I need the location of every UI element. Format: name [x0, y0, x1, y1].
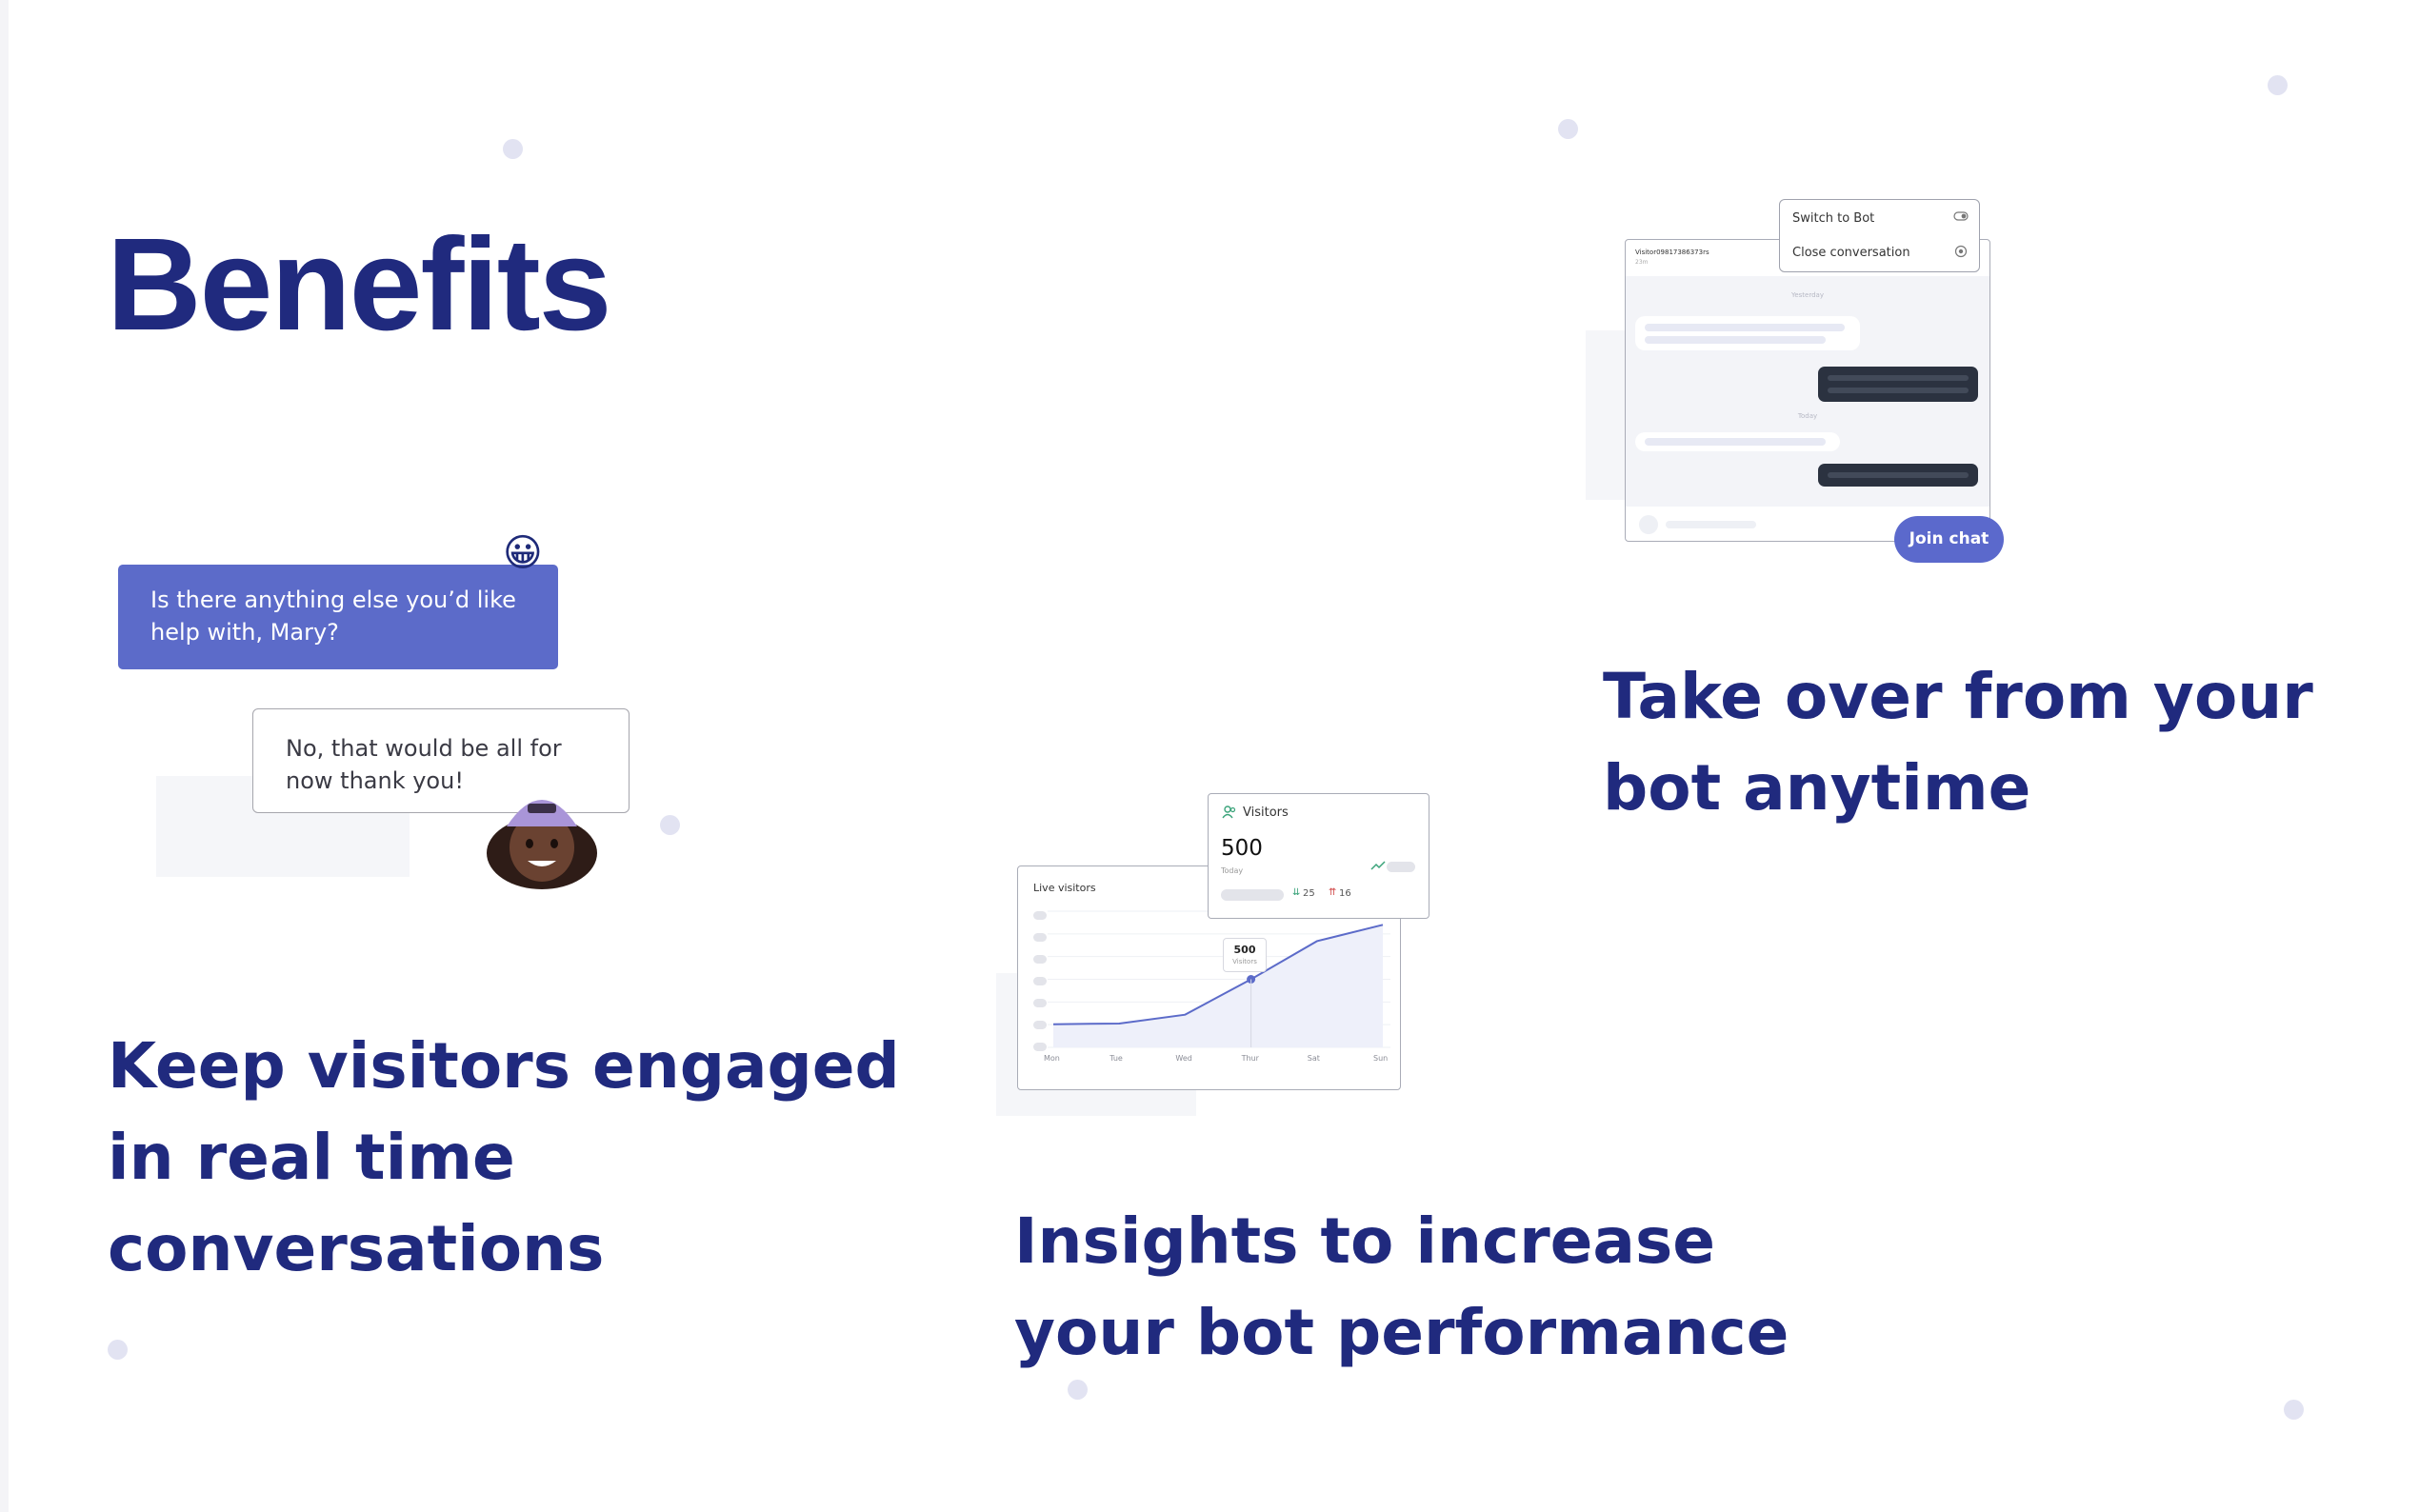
day-separator: Yesterday	[1791, 291, 1824, 299]
y-tick-placeholder	[1033, 911, 1047, 920]
y-tick-placeholder	[1033, 1043, 1047, 1051]
y-tick-placeholder	[1033, 999, 1047, 1007]
x-tick-label: Wed	[1175, 1054, 1192, 1063]
series-area	[1053, 925, 1383, 1047]
stat-down-value: 25	[1303, 888, 1315, 899]
heading-line: Take over from your	[1603, 660, 2313, 733]
menu-item-close-conversation[interactable]: Close conversation	[1780, 235, 1979, 270]
decor-dot	[2284, 1400, 2304, 1420]
y-tick-placeholder	[1033, 933, 1047, 942]
stat-up-value: 16	[1339, 888, 1351, 899]
decor-dot	[1068, 1380, 1088, 1400]
y-tick-placeholder	[1033, 1021, 1047, 1029]
heading-line: Insights to increase	[1014, 1204, 1715, 1278]
x-tick-label: Thur	[1241, 1054, 1259, 1063]
placeholder-pill	[1387, 862, 1415, 872]
tooltip-value: 500	[1233, 944, 1256, 956]
decor-dot	[660, 815, 680, 835]
users-icon	[1222, 806, 1236, 819]
live-visitors-line-chart	[1048, 910, 1390, 1048]
chart-title: Live visitors	[1033, 882, 1096, 894]
y-tick-placeholder	[1033, 955, 1047, 964]
user-message-bubble: No, that would be all for now thank you!	[252, 708, 630, 813]
decor-dot	[2268, 75, 2288, 95]
close-circle-icon	[1954, 245, 1968, 258]
day-separator: Today	[1797, 412, 1818, 420]
conversation-menu: Switch to Bot Close conversation	[1779, 199, 1980, 272]
decor-dot	[1558, 119, 1578, 139]
benefit-heading-insights: Insights to increase your bot performanc…	[1014, 1196, 1789, 1379]
tooltip-label: Visitors	[1232, 958, 1257, 965]
decor-dot	[503, 139, 523, 159]
left-edge-strip	[0, 0, 9, 1512]
visitor-time: 23m	[1635, 259, 1649, 266]
join-chat-button[interactable]: Join chat	[1894, 516, 2004, 563]
x-axis-labels: Mon Tue Wed Thur Sat Sun	[1044, 1054, 1390, 1067]
heading-line: bot anytime	[1603, 751, 2031, 825]
composer-placeholder	[1666, 521, 1756, 528]
agent-message-placeholder	[1818, 367, 1978, 402]
arrow-up-icon: ⇈	[1329, 887, 1337, 898]
x-tick-label: Sun	[1373, 1054, 1389, 1063]
heading-line: conversations	[108, 1212, 605, 1285]
heading-line: your bot performance	[1014, 1296, 1789, 1369]
bot-message-text: Is there anything else you’d like help w…	[150, 587, 516, 646]
benefit-heading-engage: Keep visitors engaged in real time conve…	[108, 1021, 900, 1295]
conversation-window: Visitor09817386373rs 23m Yesterday Today	[1625, 239, 1990, 542]
x-tick-label: Sat	[1307, 1054, 1320, 1063]
visitor-id: Visitor09817386373rs	[1635, 249, 1709, 256]
user-avatar	[484, 779, 600, 891]
composer-placeholder	[1639, 515, 1658, 534]
x-tick-label: Mon	[1044, 1054, 1060, 1063]
toggle-icon	[1953, 211, 1969, 221]
visitors-stat-card: Visitors 500 Today ⇊ 25 ⇈ 16	[1208, 793, 1429, 919]
menu-item-label: Switch to Bot	[1792, 211, 1875, 226]
benefit-heading-takeover: Take over from your bot anytime	[1603, 651, 2313, 834]
placeholder-pill	[1221, 889, 1284, 901]
x-tick-label: Tue	[1110, 1054, 1123, 1063]
arrow-down-icon: ⇊	[1292, 887, 1301, 898]
menu-item-switch-to-bot[interactable]: Switch to Bot	[1780, 200, 1979, 235]
trend-up-icon	[1370, 861, 1386, 870]
agent-message-placeholder	[1818, 464, 1978, 487]
card-sublabel: Today	[1221, 866, 1244, 875]
menu-item-label: Close conversation	[1792, 246, 1910, 260]
bot-message-bubble: Is there anything else you’d like help w…	[118, 565, 558, 669]
heading-line: Keep visitors engaged	[108, 1029, 900, 1103]
heading-line: in real time	[108, 1121, 515, 1194]
decor-dot	[108, 1340, 128, 1360]
user-message-text: No, that would be all for now thank you!	[286, 735, 562, 794]
series-line	[1052, 924, 1384, 1025]
visitor-message-placeholder	[1635, 316, 1860, 350]
smiley-emoji: 😀	[503, 531, 543, 575]
y-tick-placeholder	[1033, 977, 1047, 985]
visitor-message-placeholder	[1635, 432, 1840, 451]
chart-tooltip: 500 Visitors	[1223, 938, 1267, 972]
card-title: Visitors	[1243, 806, 1289, 820]
page-title: Benefits	[107, 211, 611, 358]
card-value: 500	[1221, 836, 1263, 861]
